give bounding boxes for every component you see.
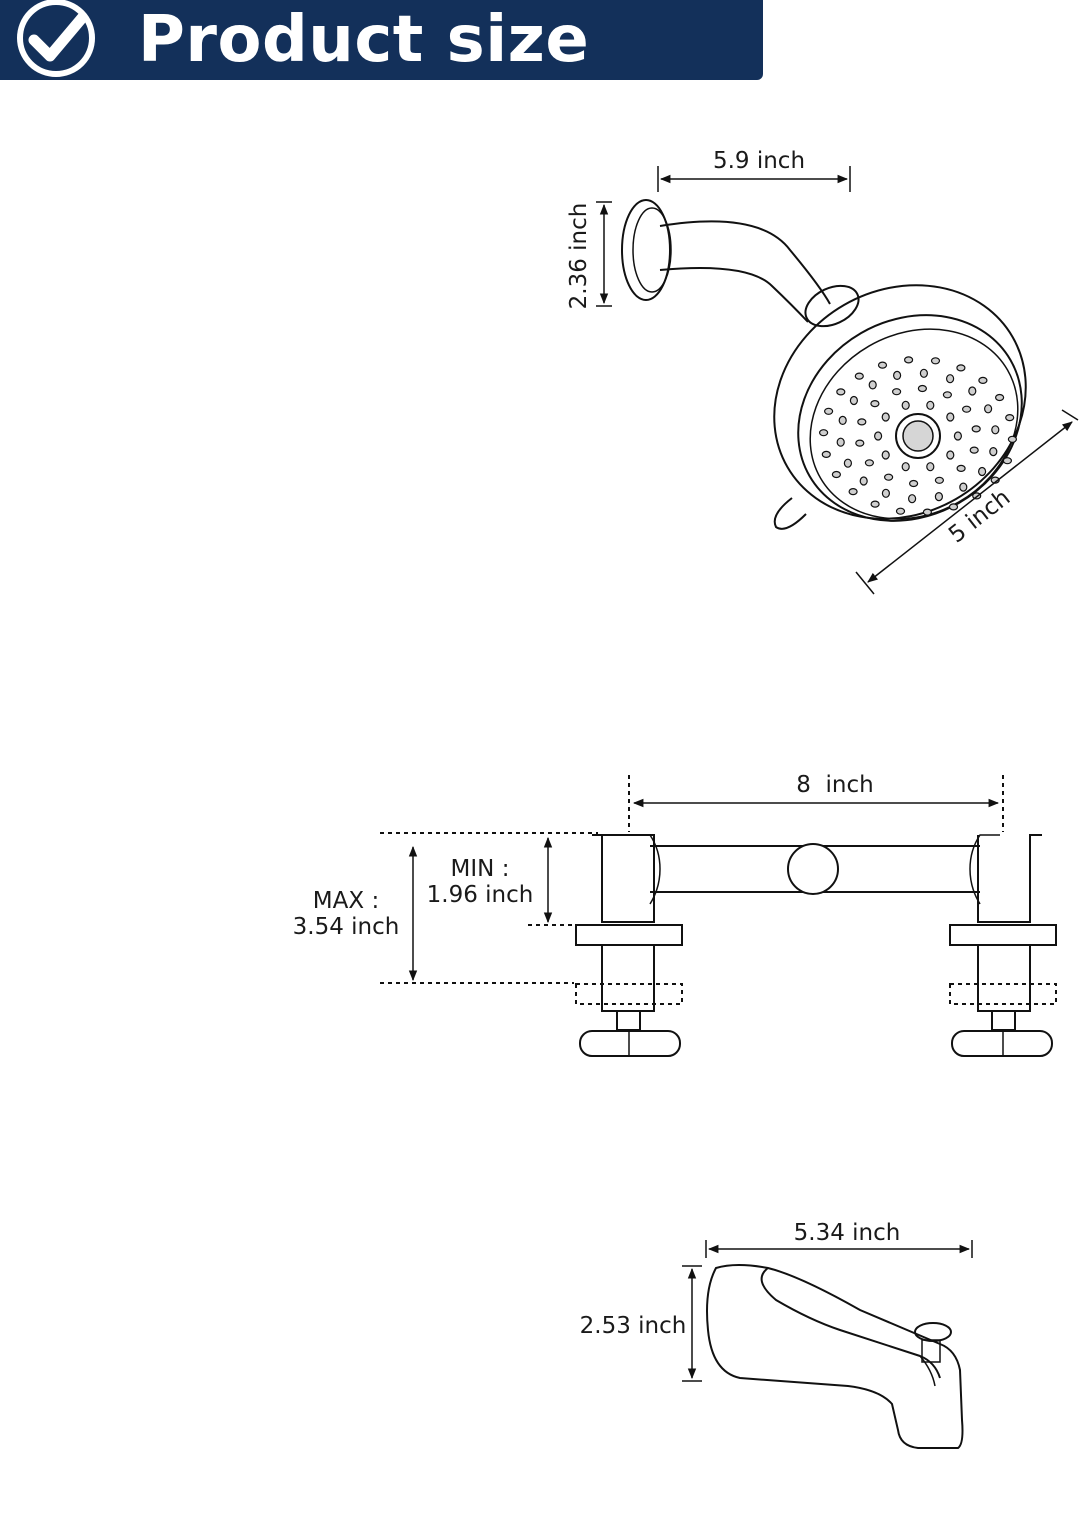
nozzle [864, 459, 875, 467]
nozzle [848, 488, 858, 496]
valve-spacing-dimension: 8 inch [632, 772, 1000, 808]
nozzle [1002, 457, 1013, 465]
nozzle [948, 503, 959, 511]
nozzle [956, 464, 966, 472]
nozzle [855, 439, 865, 447]
nozzle [870, 400, 880, 408]
tub-spout-drawing [706, 1264, 964, 1449]
shower-arm-dimension: 5.9 inch [657, 148, 851, 192]
nozzle [859, 476, 868, 486]
nozzle [883, 473, 894, 481]
nozzle [843, 458, 853, 468]
nozzle [881, 412, 890, 422]
check-icon [17, 0, 95, 77]
nozzle [934, 476, 945, 484]
nozzle [821, 450, 831, 458]
nozzle [1005, 414, 1015, 422]
min-label: MIN : [451, 856, 510, 882]
nozzle [945, 374, 955, 384]
head-diameter-dimension: 5 inch [855, 409, 1079, 595]
nozzle [836, 388, 846, 396]
max-label: MAX : [313, 888, 379, 914]
min-value: 1.96 inch [427, 882, 534, 908]
nozzle [881, 488, 891, 498]
valve-min-dimension: MIN : 1.96 inch [427, 836, 553, 924]
page-title: Product size [138, 3, 590, 77]
nozzle [907, 494, 917, 504]
nozzle [953, 431, 963, 441]
arm-length-label: 5.9 inch [713, 148, 805, 174]
nozzle [946, 412, 955, 422]
nozzle [818, 429, 829, 437]
nozzle [877, 361, 888, 369]
nozzle [978, 376, 988, 384]
nozzle [926, 400, 935, 410]
nozzle [908, 479, 919, 488]
spout-length-dimension: 5.34 inch [705, 1220, 973, 1258]
nozzle [994, 393, 1005, 402]
nozzle [868, 380, 877, 390]
nozzle [823, 407, 834, 415]
nozzle [968, 386, 977, 396]
valve-drawing [380, 775, 1057, 1057]
flange-height-label: 2.36 inch [566, 203, 592, 310]
valve-max-dimension: MAX : 3.54 inch [293, 845, 418, 982]
nozzle [895, 507, 906, 515]
spout-length-label: 5.34 inch [794, 1220, 901, 1246]
nozzle [961, 405, 972, 413]
flange-height-dimension: 2.36 inch [566, 201, 612, 310]
nozzle [891, 388, 902, 396]
nozzle [942, 391, 953, 399]
nozzle [926, 462, 935, 472]
max-value: 3.54 inch [293, 914, 400, 940]
nozzle [919, 368, 929, 378]
nozzle [930, 357, 941, 365]
nozzle [991, 425, 1000, 435]
nozzle [901, 462, 910, 472]
nozzle [838, 415, 847, 425]
nozzle [903, 356, 914, 364]
nozzle [892, 370, 902, 380]
nozzle [870, 500, 880, 508]
nozzle [857, 418, 867, 426]
nozzle [854, 372, 864, 380]
nozzle [959, 482, 968, 492]
nozzle [917, 384, 928, 393]
nozzle [989, 447, 998, 457]
nozzle [1007, 435, 1018, 443]
nozzle [836, 437, 845, 447]
nozzle [946, 450, 955, 460]
nozzle [977, 466, 987, 477]
nozzle [873, 431, 883, 441]
spout-height-dimension: 2.53 inch [580, 1265, 702, 1382]
nozzle [956, 364, 966, 372]
nozzle [901, 400, 910, 410]
nozzle [971, 425, 981, 433]
nozzle [969, 446, 979, 454]
valve-spacing-label: 8 inch [796, 772, 873, 798]
nozzle [922, 508, 933, 516]
nozzle [849, 395, 859, 406]
nozzle [983, 404, 993, 414]
nozzle [831, 470, 842, 479]
nozzle [881, 450, 890, 460]
spout-height-label: 2.53 inch [580, 1313, 687, 1339]
nozzle [934, 492, 944, 502]
header-banner: Product size [0, 0, 763, 80]
